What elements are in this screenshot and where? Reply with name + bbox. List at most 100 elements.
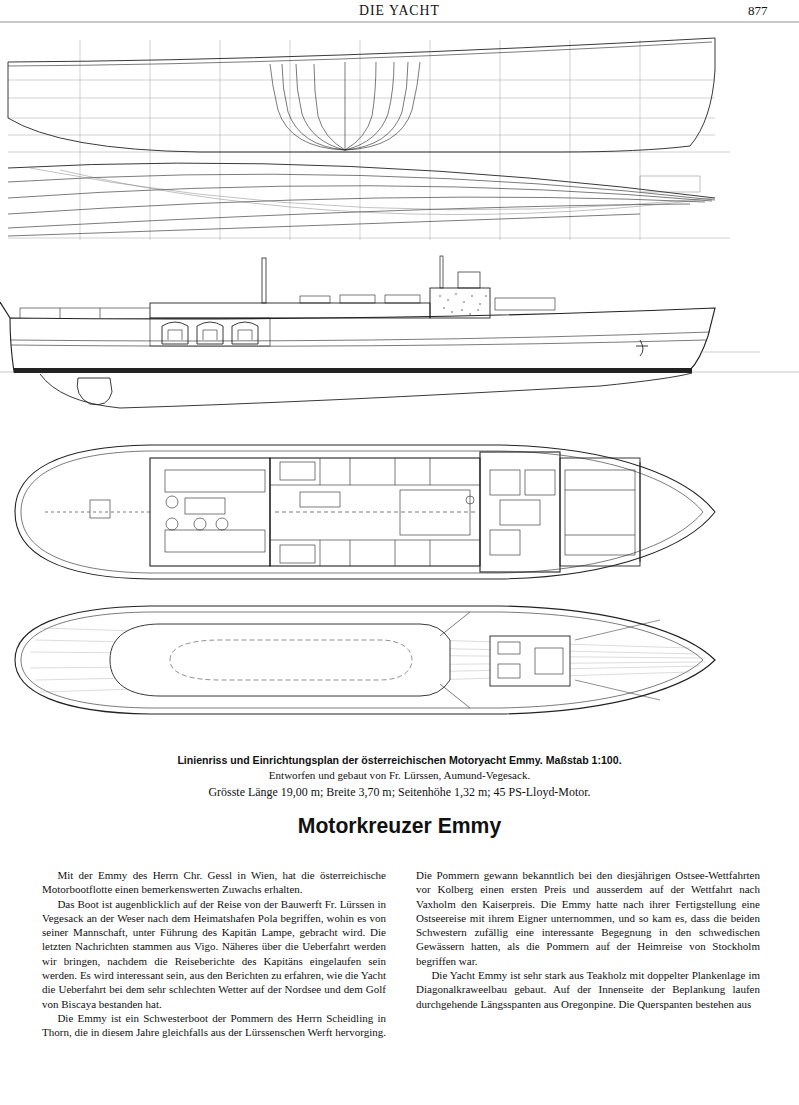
- drawing-line: [345, 62, 420, 150]
- lines-plan: [8, 38, 730, 240]
- drawing-line: [640, 462, 641, 562]
- drawing-line: [490, 530, 520, 555]
- profile-elevation: [0, 256, 799, 408]
- drawing-line: [185, 498, 225, 514]
- drawing-line: [282, 64, 345, 150]
- drawing-line: [439, 293, 487, 315]
- drawing-line: [270, 540, 480, 541]
- drawing-line: [455, 293, 457, 295]
- drawing-line: [430, 458, 431, 485]
- drawing-line: [350, 540, 351, 566]
- deck-plan: [15, 606, 715, 714]
- drawing-line: [110, 624, 450, 696]
- drawing-line: [8, 197, 705, 214]
- article-title: Motorkreuzer Emmy: [0, 814, 799, 838]
- drawing-line: [150, 40, 151, 240]
- drawing-line: [280, 545, 315, 563]
- drawing-line: [8, 238, 730, 239]
- body-paragraph: Die Yacht Emmy ist sehr stark aus Teakho…: [416, 968, 760, 1011]
- drawing-line: [640, 176, 700, 192]
- drawing-line: [395, 540, 396, 566]
- drawing-line: [640, 40, 641, 240]
- drawing-line: [570, 40, 571, 240]
- drawing-line: [150, 458, 270, 566]
- drawing-line: [440, 256, 443, 288]
- drawing-line: [440, 612, 470, 636]
- drawing-line: [490, 636, 570, 686]
- drawing-line: [45, 512, 150, 513]
- drawing-line: [439, 295, 441, 297]
- drawing-line: [314, 64, 345, 150]
- drawing-line: [290, 40, 291, 240]
- drawing-line: [430, 40, 431, 240]
- drawing-line: [162, 322, 188, 344]
- drawing-line: [471, 295, 473, 297]
- drawing-line: [565, 490, 635, 491]
- drawing-line: [280, 462, 315, 480]
- drawing-line: [8, 40, 730, 240]
- drawing-line: [345, 62, 394, 150]
- drawing-line: [320, 540, 321, 566]
- drawing-line: [8, 80, 715, 81]
- drawing-line: [21, 612, 703, 708]
- drawing-line: [40, 373, 692, 408]
- drawing-line: [0, 302, 10, 318]
- drawing-line: [0, 22, 799, 23]
- drawing-line: [490, 470, 520, 495]
- drawing-line: [345, 62, 408, 150]
- drawing-line: [300, 492, 340, 507]
- drawing-line: [463, 301, 465, 303]
- drawing-line: [345, 62, 376, 150]
- drawing-line: [270, 485, 480, 486]
- drawing-line: [45, 458, 635, 566]
- body-paragraph: Das Boot ist augenblicklich auf der Reis…: [42, 897, 386, 1011]
- drawing-line: [30, 168, 715, 210]
- drawing-line: [8, 118, 715, 119]
- running-head: DIE YACHT: [0, 3, 799, 19]
- drawing-line: [162, 322, 258, 344]
- drawing-line: [262, 258, 266, 303]
- drawing-line: [477, 309, 479, 311]
- drawing-line: [440, 684, 470, 708]
- drawing-line: [430, 540, 431, 566]
- drawing-line: [270, 458, 480, 566]
- drawing-line: [60, 170, 700, 215]
- drawing-line: [495, 298, 555, 310]
- drawing-line: [345, 62, 346, 150]
- drawing-line: [8, 174, 715, 200]
- drawing-line: [14, 368, 692, 373]
- drawing-line: [458, 272, 480, 288]
- drawing-line: [270, 64, 345, 150]
- drawing-line: [565, 470, 635, 555]
- drawing-line: [80, 40, 81, 240]
- drawing-line: [469, 313, 471, 315]
- drawing-line: [395, 458, 396, 485]
- drawing-line: [21, 451, 703, 573]
- drawing-line: [300, 296, 330, 303]
- drawing-line: [535, 648, 563, 674]
- drawing-line: [700, 352, 760, 353]
- caption-line: Grösste Länge 19,00 m; Breite 3,70 m; Se…: [0, 785, 799, 800]
- drawing-line: [8, 38, 715, 152]
- drawing-line: [165, 530, 265, 552]
- drawing-line: [8, 214, 640, 236]
- drawing-line: [165, 470, 265, 492]
- drawing-line: [575, 620, 660, 640]
- drawing-line: [168, 330, 252, 340]
- drawing-line: [150, 318, 270, 346]
- drawing-line: [8, 98, 715, 99]
- drawing-line: [166, 518, 178, 530]
- drawing-line: [461, 309, 463, 311]
- drawing-line: [11, 340, 706, 346]
- drawing-line: [525, 470, 555, 495]
- drawing-line: [90, 500, 110, 518]
- drawing-line: [350, 458, 351, 485]
- drawing-line: [480, 452, 560, 572]
- body-paragraph: Mit der Emmy des Herrn Chr. Gessl in Wie…: [42, 868, 386, 897]
- drawing-line: [8, 135, 715, 136]
- drawing-line: [232, 322, 258, 344]
- drawing-line: [8, 163, 715, 198]
- article-body: Mit der Emmy des Herrn Chr. Gessl in Wie…: [42, 868, 760, 1040]
